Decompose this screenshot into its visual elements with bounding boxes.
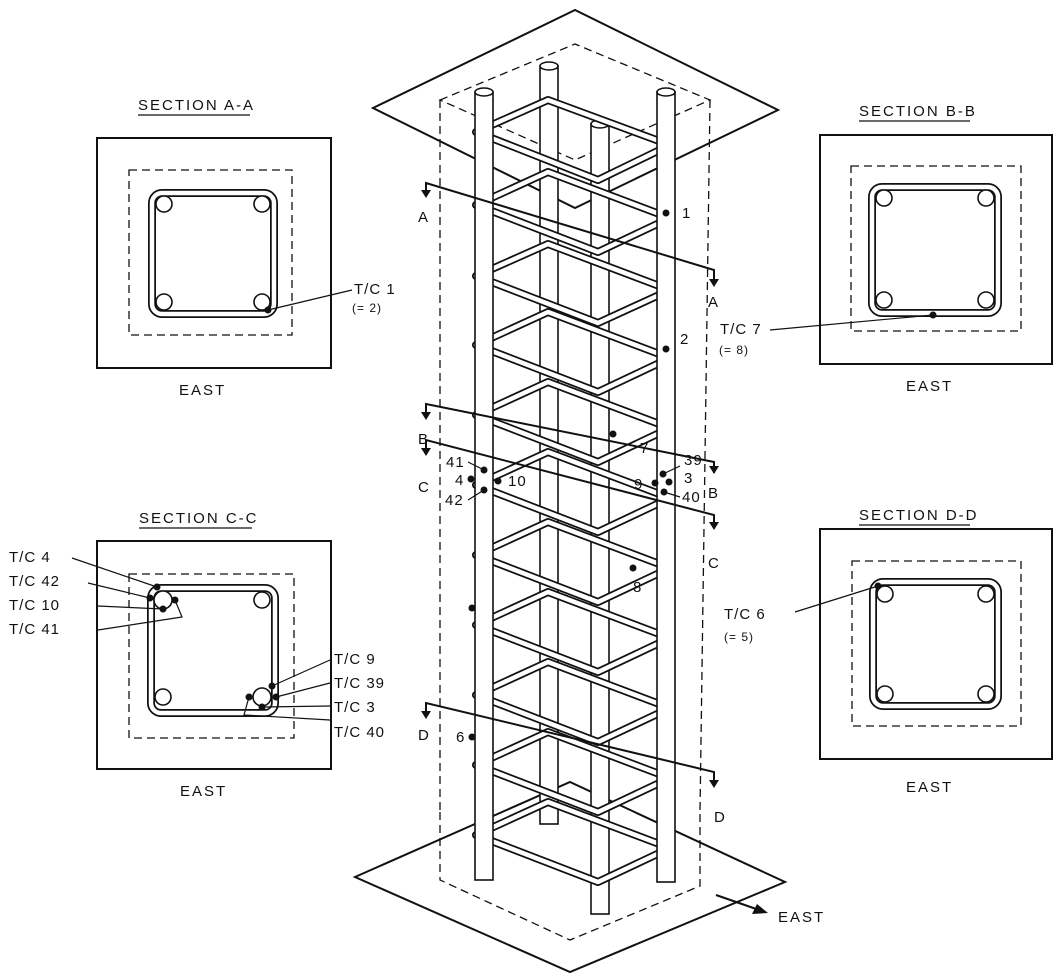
svg-text:6: 6 xyxy=(456,729,465,746)
svg-text:1: 1 xyxy=(682,205,691,222)
rebar xyxy=(876,585,894,603)
cut-label: C xyxy=(418,479,430,496)
cut-label: A xyxy=(708,294,719,311)
svg-text:42: 42 xyxy=(445,492,464,509)
tc-label: T/C 1 xyxy=(354,281,396,298)
section-c-c: SECTION C-C T/C 4 T/C 42 T/C 10 T/C 41 T… xyxy=(9,510,385,800)
rebar xyxy=(154,688,172,706)
tc-sublabel: (= 8) xyxy=(719,343,749,357)
cut-plane-a: A A xyxy=(418,181,719,311)
rebar xyxy=(977,291,995,309)
cut-label: C xyxy=(708,555,720,572)
rebar xyxy=(875,189,893,207)
cut-label: D xyxy=(418,727,430,744)
rebar xyxy=(876,685,894,703)
rebar-instrumented xyxy=(252,687,272,707)
slab-outline xyxy=(819,134,1053,365)
rebar xyxy=(155,195,173,213)
cut-plane-c: C C xyxy=(418,438,720,572)
rebar-right xyxy=(590,123,610,915)
east-label: EAST xyxy=(906,378,953,395)
slab-dashed-outline xyxy=(851,560,1022,727)
rebar xyxy=(253,591,271,609)
cut-label: A xyxy=(418,209,429,226)
tc-label: T/C 7 xyxy=(720,321,762,338)
tc-sublabel: (= 2) xyxy=(352,301,382,315)
svg-text:41: 41 xyxy=(446,454,465,471)
slab-outline xyxy=(96,137,332,369)
tc-label: T/C 41 xyxy=(9,621,60,638)
section-d-d-title: SECTION D-D xyxy=(859,507,979,524)
slab-outline xyxy=(819,528,1053,760)
rebar xyxy=(977,585,995,603)
cut-label: D xyxy=(714,809,726,826)
cut-label: B xyxy=(418,431,429,448)
rebar xyxy=(253,293,271,311)
section-a-a: SECTION A-A T/C 1 (= 2) EAST xyxy=(96,97,396,399)
column-isometric: A A B B C C D D 1 2 xyxy=(352,8,788,974)
tc-label: T/C 42 xyxy=(9,573,60,590)
tie-loop xyxy=(869,578,1002,710)
tc-label: T/C 40 xyxy=(334,724,385,741)
leader-line xyxy=(267,289,353,311)
bottom-slab xyxy=(352,780,788,974)
east-arrow: EAST xyxy=(715,894,825,926)
rebar xyxy=(875,291,893,309)
east-label: EAST xyxy=(179,382,226,399)
svg-text:10: 10 xyxy=(508,473,527,490)
slab-outline xyxy=(96,540,332,770)
svg-text:40: 40 xyxy=(682,489,701,506)
column-dashed-edge xyxy=(699,99,711,813)
tc-label: T/C 6 xyxy=(724,606,766,623)
rebar xyxy=(977,189,995,207)
tc-label: T/C 9 xyxy=(334,651,376,668)
svg-text:3: 3 xyxy=(684,470,693,487)
tie-loop xyxy=(868,183,1002,317)
section-c-c-title: SECTION C-C xyxy=(139,510,259,527)
slab-dashed-outline xyxy=(128,573,295,739)
svg-text:9: 9 xyxy=(634,476,643,493)
column-thermocouples: 1 2 7 8 6 41 4 42 10 xyxy=(445,205,703,746)
top-slab xyxy=(370,8,781,210)
rebar-front-left xyxy=(474,91,494,881)
tc-label: T/C 4 xyxy=(9,549,51,566)
tc-label: T/C 39 xyxy=(334,675,385,692)
cut-plane-d: D D xyxy=(418,701,726,826)
rebar xyxy=(155,293,173,311)
cut-label: B xyxy=(708,485,719,502)
svg-text:4: 4 xyxy=(455,472,464,489)
rebar xyxy=(977,685,995,703)
tie-loop xyxy=(148,189,278,318)
east-label: EAST xyxy=(906,779,953,796)
section-b-b: SECTION B-B T/C 7 (= 8) EAST xyxy=(719,103,1053,395)
svg-text:2: 2 xyxy=(680,331,689,348)
slab-dashed-outline xyxy=(850,165,1022,332)
section-b-b-title: SECTION B-B xyxy=(859,103,977,120)
bottom-slab-dashed xyxy=(439,812,701,941)
arrow-line xyxy=(715,894,763,912)
arrow-head-icon xyxy=(752,904,768,914)
east-label: EAST xyxy=(180,783,227,800)
tc-label: T/C 10 xyxy=(9,597,60,614)
svg-text:39: 39 xyxy=(684,452,703,469)
leader-line xyxy=(794,585,879,613)
tc-label: T/C 3 xyxy=(334,699,376,716)
section-a-a-title: SECTION A-A xyxy=(138,97,255,114)
cut-plane-b: B B xyxy=(418,402,719,502)
leader-line xyxy=(769,314,934,331)
slab-dashed-outline xyxy=(128,169,293,336)
rebar xyxy=(253,195,271,213)
svg-text:7: 7 xyxy=(640,440,649,457)
svg-text:8: 8 xyxy=(633,579,642,596)
section-d-d: SECTION D-D T/C 6 (= 5) EAST xyxy=(724,507,1053,796)
tc-sublabel: (= 5) xyxy=(724,630,754,644)
east-arrow-label: EAST xyxy=(778,909,825,926)
